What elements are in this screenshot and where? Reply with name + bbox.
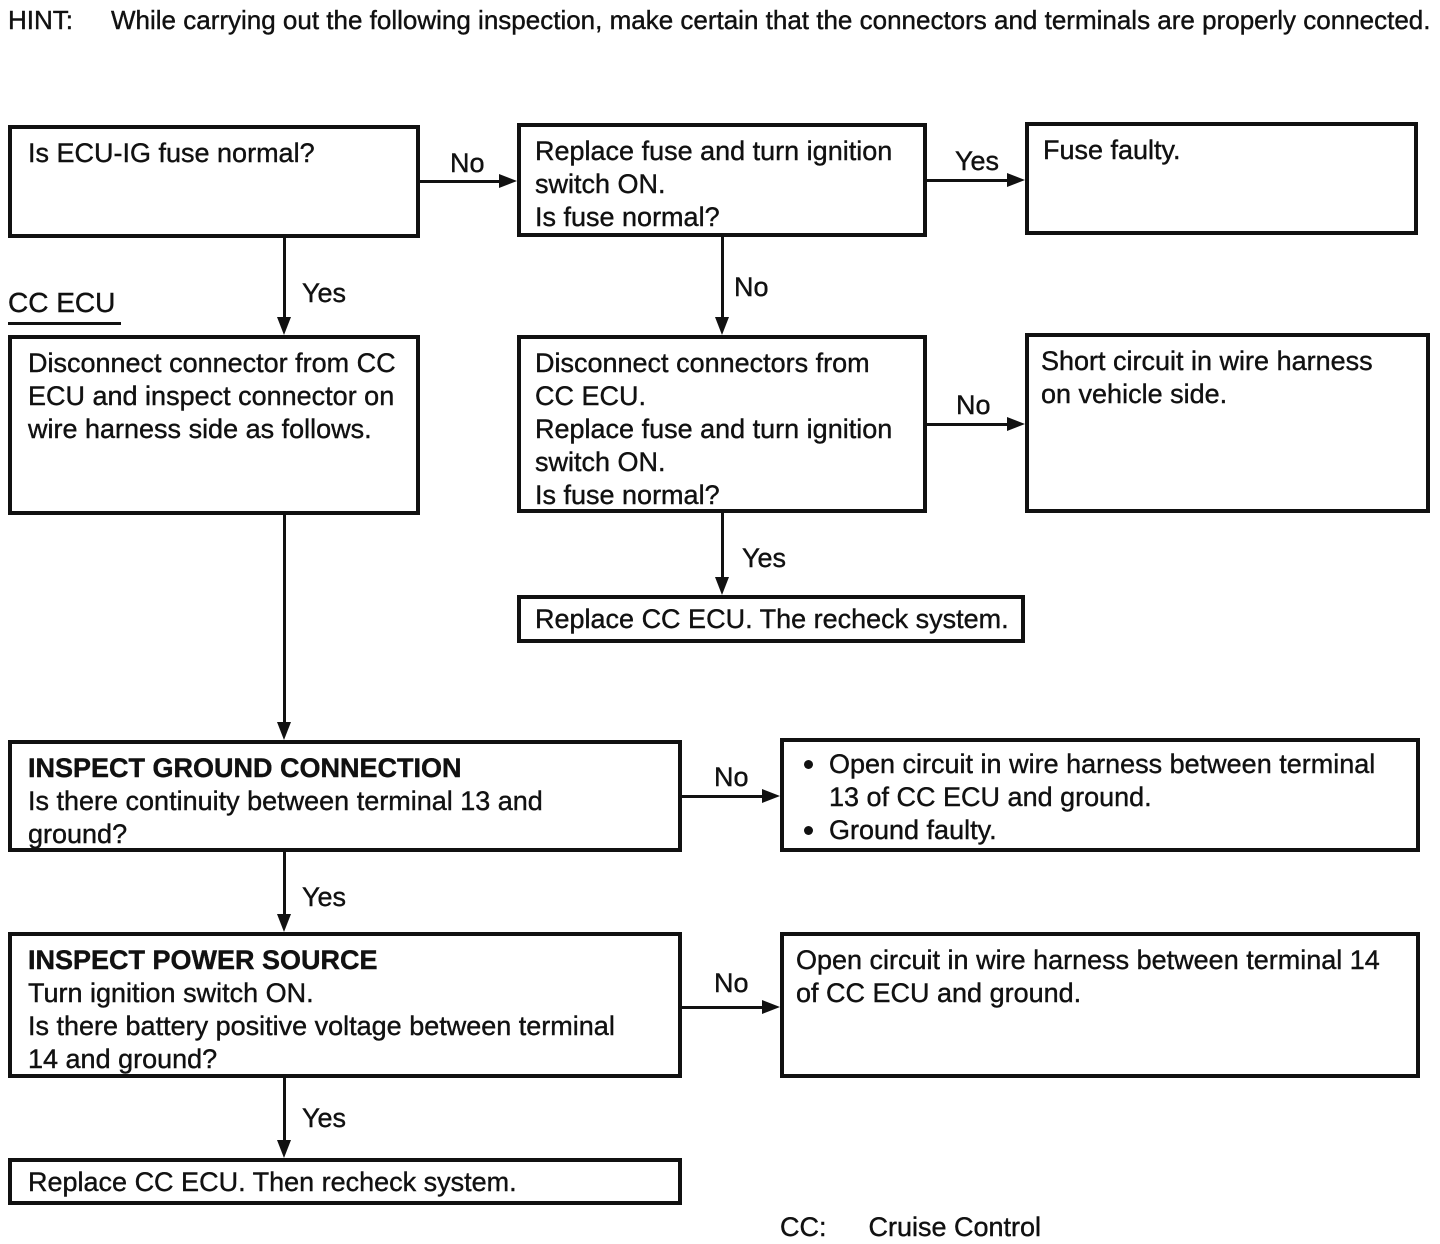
node-disconnect-inspect: Disconnect connector from CC ECU and ins… [8, 335, 420, 515]
bullet-text: Ground faulty. [829, 815, 997, 845]
node-text: Is there battery positive voltage betwee… [28, 1011, 615, 1074]
arrowhead-right-icon [1007, 417, 1025, 431]
node-text: Open circuit in wire harness between ter… [796, 945, 1380, 1008]
hint-note: HINT: While carrying out the following in… [8, 2, 1432, 39]
node-text: Short circuit in wire harness on vehicle… [1041, 346, 1373, 409]
node-text: Is fuse normal? [535, 202, 720, 232]
arrowhead-down-icon [277, 914, 291, 932]
edge-label-no: No [734, 272, 769, 302]
arrow-inspect-power-down [283, 1078, 286, 1141]
arrowhead-down-icon [715, 577, 729, 595]
hint-text: While carrying out the following inspect… [111, 5, 1431, 35]
arrowhead-right-icon [762, 1000, 780, 1014]
bullet-icon [804, 760, 813, 769]
node-title: INSPECT GROUND CONNECTION [28, 753, 462, 783]
edge-label-yes: Yes [302, 1103, 347, 1133]
node-title: INSPECT POWER SOURCE [28, 945, 378, 975]
node-text: Replace CC ECU. The recheck system. [535, 604, 1009, 634]
arrow-disconnect-replace-down [721, 513, 724, 578]
legend-meaning: Cruise Control [868, 1212, 1042, 1242]
arrowhead-right-icon [1007, 173, 1025, 187]
node-text: Replace CC ECU. Then recheck system. [28, 1167, 517, 1197]
edge-label-yes: Yes [742, 543, 787, 573]
node-open-circuit-13: Open circuit in wire harness between ter… [780, 738, 1420, 852]
edge-label-no: No [714, 968, 749, 998]
bullet-item: Ground faulty. [784, 814, 1416, 847]
bullet-icon [804, 826, 813, 835]
bullet-text: Open circuit in wire harness between ter… [829, 749, 1376, 812]
edge-label-yes: Yes [302, 882, 347, 912]
edge-label-no: No [714, 762, 749, 792]
node-text: Disconnect connectors from CC ECU. [535, 348, 870, 411]
arrow-disconnect-inspect-down [283, 515, 286, 723]
legend-abbr: CC: [780, 1212, 827, 1242]
edge-label-no: No [956, 390, 991, 420]
section-label-cc-ecu: CC ECU [8, 287, 122, 325]
arrowhead-right-icon [499, 174, 517, 188]
node-disconnect-replace: Disconnect connectors from CC ECU. Repla… [517, 335, 927, 513]
node-text: Is ECU-IG fuse normal? [28, 138, 315, 168]
node-replace-recheck-final: Replace CC ECU. Then recheck system. [8, 1158, 682, 1205]
hint-label: HINT: [8, 5, 73, 35]
node-text: Disconnect connector from CC ECU and ins… [28, 348, 396, 444]
arrowhead-down-icon [277, 1140, 291, 1158]
node-text: Is there continuity between terminal 13 … [28, 786, 543, 849]
legend-cc: CC: Cruise Control [780, 1212, 1041, 1243]
node-fuse-normal: Is ECU-IG fuse normal? [8, 125, 420, 238]
edge-label-yes: Yes [302, 278, 347, 308]
node-open-circuit-14: Open circuit in wire harness between ter… [780, 932, 1420, 1078]
node-text: Replace fuse and turn ignition switch ON… [535, 414, 893, 477]
arrow-fuse-normal-to-replace-fuse [420, 180, 500, 183]
edge-label-no: No [450, 148, 485, 178]
node-fuse-faulty: Fuse faulty. [1025, 122, 1418, 235]
node-text: Replace fuse and turn ignition switch ON… [535, 136, 893, 199]
arrow-replace-fuse-to-fuse-faulty [927, 179, 1008, 182]
node-replace-recheck: Replace CC ECU. The recheck system. [517, 595, 1025, 643]
arrow-inspect-ground-to-open-circuit-13 [682, 795, 763, 798]
node-replace-fuse: Replace fuse and turn ignition switch ON… [517, 123, 927, 237]
node-text: Fuse faulty. [1043, 135, 1181, 165]
edge-label-yes: Yes [955, 146, 1000, 176]
node-text: Is fuse normal? [535, 480, 720, 510]
arrow-disconnect-replace-to-short-circuit [927, 423, 1008, 426]
node-text: Turn ignition switch ON. [28, 978, 314, 1008]
arrow-inspect-power-to-open-circuit-14 [682, 1006, 763, 1009]
arrowhead-down-icon [277, 317, 291, 335]
node-inspect-ground: INSPECT GROUND CONNECTION Is there conti… [8, 740, 682, 852]
arrowhead-right-icon [762, 789, 780, 803]
arrow-replace-fuse-down [721, 237, 724, 318]
node-inspect-power: INSPECT POWER SOURCE Turn ignition switc… [8, 932, 682, 1078]
bullet-item: Open circuit in wire harness between ter… [784, 748, 1416, 814]
arrow-fuse-normal-down [283, 238, 286, 320]
arrow-inspect-ground-down [283, 852, 286, 915]
node-short-circuit: Short circuit in wire harness on vehicle… [1025, 333, 1430, 513]
arrowhead-down-icon [277, 722, 291, 740]
arrowhead-down-icon [715, 317, 729, 335]
